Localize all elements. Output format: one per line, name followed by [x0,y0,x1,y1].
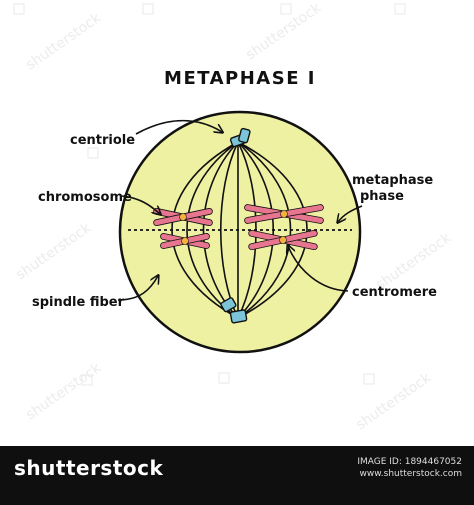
arrow-centromere [288,246,349,292]
label-centriole: centriole [70,133,135,148]
label-centromere: centromere [352,285,437,300]
site-url: www.shutterstock.com [359,469,462,479]
chromosome-left-top [153,207,213,227]
diagram-title: METAPHASE I [164,68,316,89]
centromere-dot [280,210,288,218]
image-info: IMAGE ID: 1894467052 www.shutterstock.co… [357,456,462,480]
watermark-text: shutterstock [243,0,325,63]
arrow-metaphase-phase [338,205,363,222]
image-id: IMAGE ID: 1894467052 [357,457,462,467]
watermark-text: shutterstock [353,369,435,433]
watermark-text: shutterstock [13,219,95,283]
chromosome-right-top [244,204,324,224]
watermark-text: shutterstock [23,9,105,73]
centriole-bottom-icon [220,297,248,324]
centromere-dot [179,213,187,221]
watermark-text: shutterstock [373,229,455,293]
chromosome-pair-left [153,207,213,249]
centromere-dot [181,237,189,245]
arrow-centriole [135,119,222,135]
chromosome-left-bottom [160,233,210,249]
arrow-spindle-fiber [117,276,158,301]
label-spindle-fiber: spindle fiber [32,295,125,310]
chromosome-pair-right [244,204,324,251]
arrow-chromosome [121,195,160,214]
watermark-text: shutterstock [23,359,105,423]
footer-bar: shutterstock IMAGE ID: 1894467052 www.sh… [0,446,474,505]
centriole-top-icon [229,127,251,148]
brand-logo: shutterstock [14,456,164,480]
diagram-canvas: shutterstock shutterstock shutterstock s… [13,0,455,433]
label-metaphase-phase-line1: metaphase [352,173,433,188]
chromosome-right-bottom [248,229,318,251]
centromere-dot [279,236,287,244]
label-chromosome: chromosome [38,190,132,205]
cell-membrane [118,110,362,354]
label-metaphase-phase-line2: phase [360,189,404,204]
